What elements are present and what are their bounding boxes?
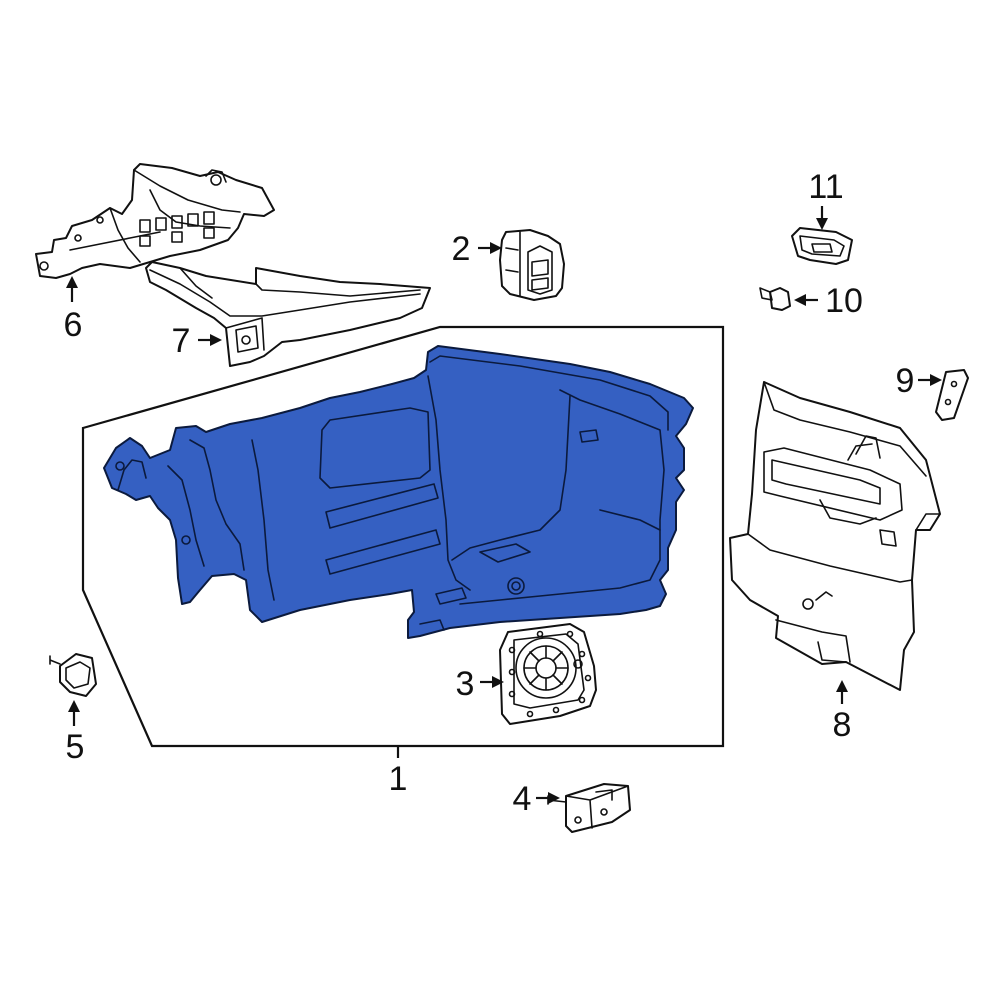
- callout-10: 10: [825, 282, 863, 320]
- part-1-quarter-trim-panel[interactable]: [103, 345, 694, 639]
- callout-9: 9: [896, 362, 915, 400]
- part-6-bracket[interactable]: [35, 163, 275, 279]
- part-11-bezel[interactable]: [791, 227, 853, 265]
- callout-5: 5: [66, 728, 85, 766]
- part-10-pin-fastener[interactable]: [759, 287, 791, 311]
- callout-1: 1: [389, 760, 408, 798]
- callout-7: 7: [172, 322, 191, 360]
- part-8-rear-panel[interactable]: [729, 381, 941, 691]
- callout-arrows: [66, 206, 942, 804]
- callout-8: 8: [833, 706, 852, 744]
- part-2-switch[interactable]: [499, 229, 565, 301]
- callout-4: 4: [513, 780, 532, 818]
- callout-11: 11: [808, 168, 843, 206]
- part-9-plate[interactable]: [935, 369, 969, 421]
- part-4-bracket[interactable]: [547, 783, 631, 833]
- part-5-clip[interactable]: [49, 653, 97, 697]
- part-7-side-trim[interactable]: [145, 261, 431, 367]
- part-3-speaker-grille[interactable]: [499, 623, 597, 725]
- assembly-frame: [81, 325, 725, 748]
- callout-2: 2: [452, 230, 471, 268]
- callout-3: 3: [456, 665, 475, 703]
- callout-6: 6: [64, 306, 83, 344]
